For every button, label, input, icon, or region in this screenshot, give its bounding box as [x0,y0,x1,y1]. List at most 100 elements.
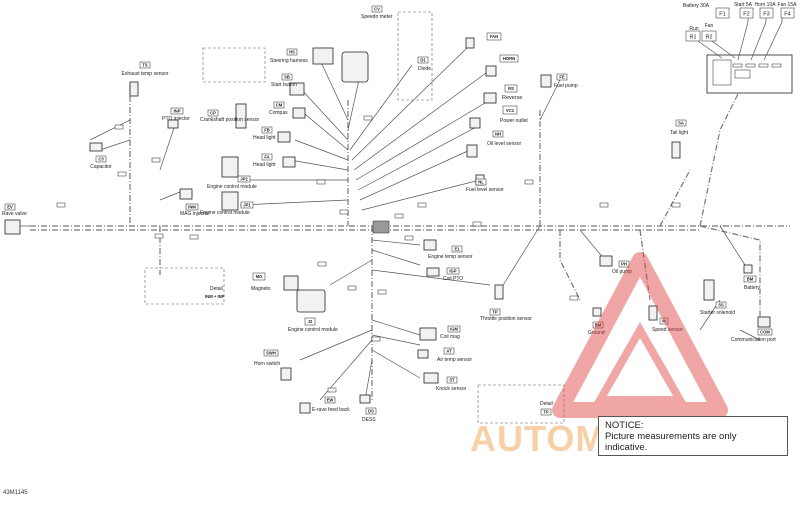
power-outlet-icon [469,117,481,129]
label-ts: Exhaust temp sensor [122,71,169,77]
code-e1: E1 [454,247,460,252]
code-ev: EV [7,205,13,210]
harness-splice [372,220,390,234]
detail-left-ref: INM + INP [205,294,225,299]
label-mg: Magneto [251,286,271,292]
label-ew: E-rave feed back [312,407,350,413]
label-bm2: Ground [588,330,605,336]
code-com: COM [760,330,770,335]
injector-detail-box [144,267,225,305]
label-c3: Capacitor [90,164,112,170]
crankshaft-sensor-icon [235,103,247,129]
relay-r1-code: R1 [689,35,696,41]
diode-detail-box [397,11,433,101]
label-jp2: Engine control module [207,184,257,190]
label-d1: Diode [418,66,431,72]
oil-level-sensor-icon [466,144,478,158]
code-fb: FB [264,128,270,133]
reverse-icon [483,92,497,104]
code-horn: HORN [503,56,515,61]
speedo-connector-icon [341,51,369,83]
starter-solenoid-icon [703,279,715,301]
code-cp: CP [210,111,216,116]
label-igm: Coil mag [440,334,460,340]
label-st: Knock sensor [436,386,467,392]
dess-icon [359,394,371,404]
rave-valve-icon [4,219,21,235]
label-inp: PTO injector [162,116,190,122]
label-ph: Oil pump [612,269,632,275]
fuse-box [697,17,793,94]
code-fa: FA [264,155,269,160]
code-jp2: JP2 [240,177,248,182]
fuse-f4-code: F4 [784,12,790,18]
compas-icon [292,107,306,119]
pto-injector-icon [167,119,179,129]
engine-temp-sensor-icon [423,239,437,251]
label-hs: Steering harness [270,58,308,64]
code-j2: J2 [308,319,313,324]
label-vc1: Power outlet [500,118,528,124]
code-c3: C3 [98,157,104,162]
label-swh: Horn switch [254,361,280,367]
code-bm2: BM [595,323,602,328]
speedo-detail-box [202,47,266,83]
head-light-a-icon [282,156,296,168]
code-ts: TS [142,63,148,68]
fan-connector-icon [465,37,475,49]
exhaust-temp-sensor-icon [129,81,139,97]
label-at: Air temp sensor [437,357,472,363]
label-cm: Compas [269,110,288,116]
fuse-f3-code: F3 [763,12,769,18]
code-ss: SS [718,303,724,308]
code-m: M [662,319,666,324]
code-bm: BM [747,277,754,282]
oil-pump-icon [599,255,613,267]
code-vc1: VC1 [506,108,515,113]
label-jp1: Engine control module [200,210,250,216]
code-fe: FE [559,75,565,80]
figure-id: 43M1145 [3,490,28,496]
mag-injector-icon [179,188,193,200]
ecm-jp2-icon [221,156,239,178]
label-cv: Speedo meter [361,14,393,20]
harness-tags [56,115,681,393]
code-igp: IGP [449,269,456,274]
label-fa: Head light [253,162,276,168]
code-jp1: JP1 [243,203,251,208]
code-ds: DS [368,409,374,414]
label-cp: Crankshaft position sensor [200,117,260,123]
knock-sensor-icon [423,372,439,384]
fuse-f2-code: F2 [743,12,749,18]
fuse-f4-label: Fan 15A [778,2,798,8]
code-nh: NH [495,132,501,137]
detail-left-title: Detail [210,286,223,292]
fuse-f3-label: Horn 10A [754,2,776,8]
label-sb: Start button [271,82,297,88]
label-m: Speed sensor [652,327,683,333]
watermark-logo-icon [552,252,728,418]
label-j2: Engine control module [288,327,338,333]
horn-connector-icon [485,65,497,77]
ecm-j2-icon [296,289,326,313]
code-cv: CV [374,7,380,12]
detail-tp-ref: TP [543,410,549,415]
capacitor-icon [89,142,103,152]
label-ds: DESS [362,417,376,423]
e-rave-feedback-icon [299,402,311,414]
label-nh: Oil level sensor [487,141,522,147]
label-igp: Coil PTO [443,276,463,282]
ground-icon [592,307,602,317]
ecm-jp1-icon [221,191,239,211]
detail-tp-title: Detail [540,401,553,407]
label-ss: Starter solenoid [700,310,735,316]
relay-r2-label: Fan [705,23,714,29]
communication-port-icon [757,316,771,328]
code-swh: SWH [266,351,276,356]
main-harness [30,85,790,400]
fuel-pump-icon [540,74,552,88]
fuse-f1-label: Battery 30A [683,3,710,9]
tp-detail-box [477,384,565,424]
notice-title: NOTICE: [605,420,644,431]
